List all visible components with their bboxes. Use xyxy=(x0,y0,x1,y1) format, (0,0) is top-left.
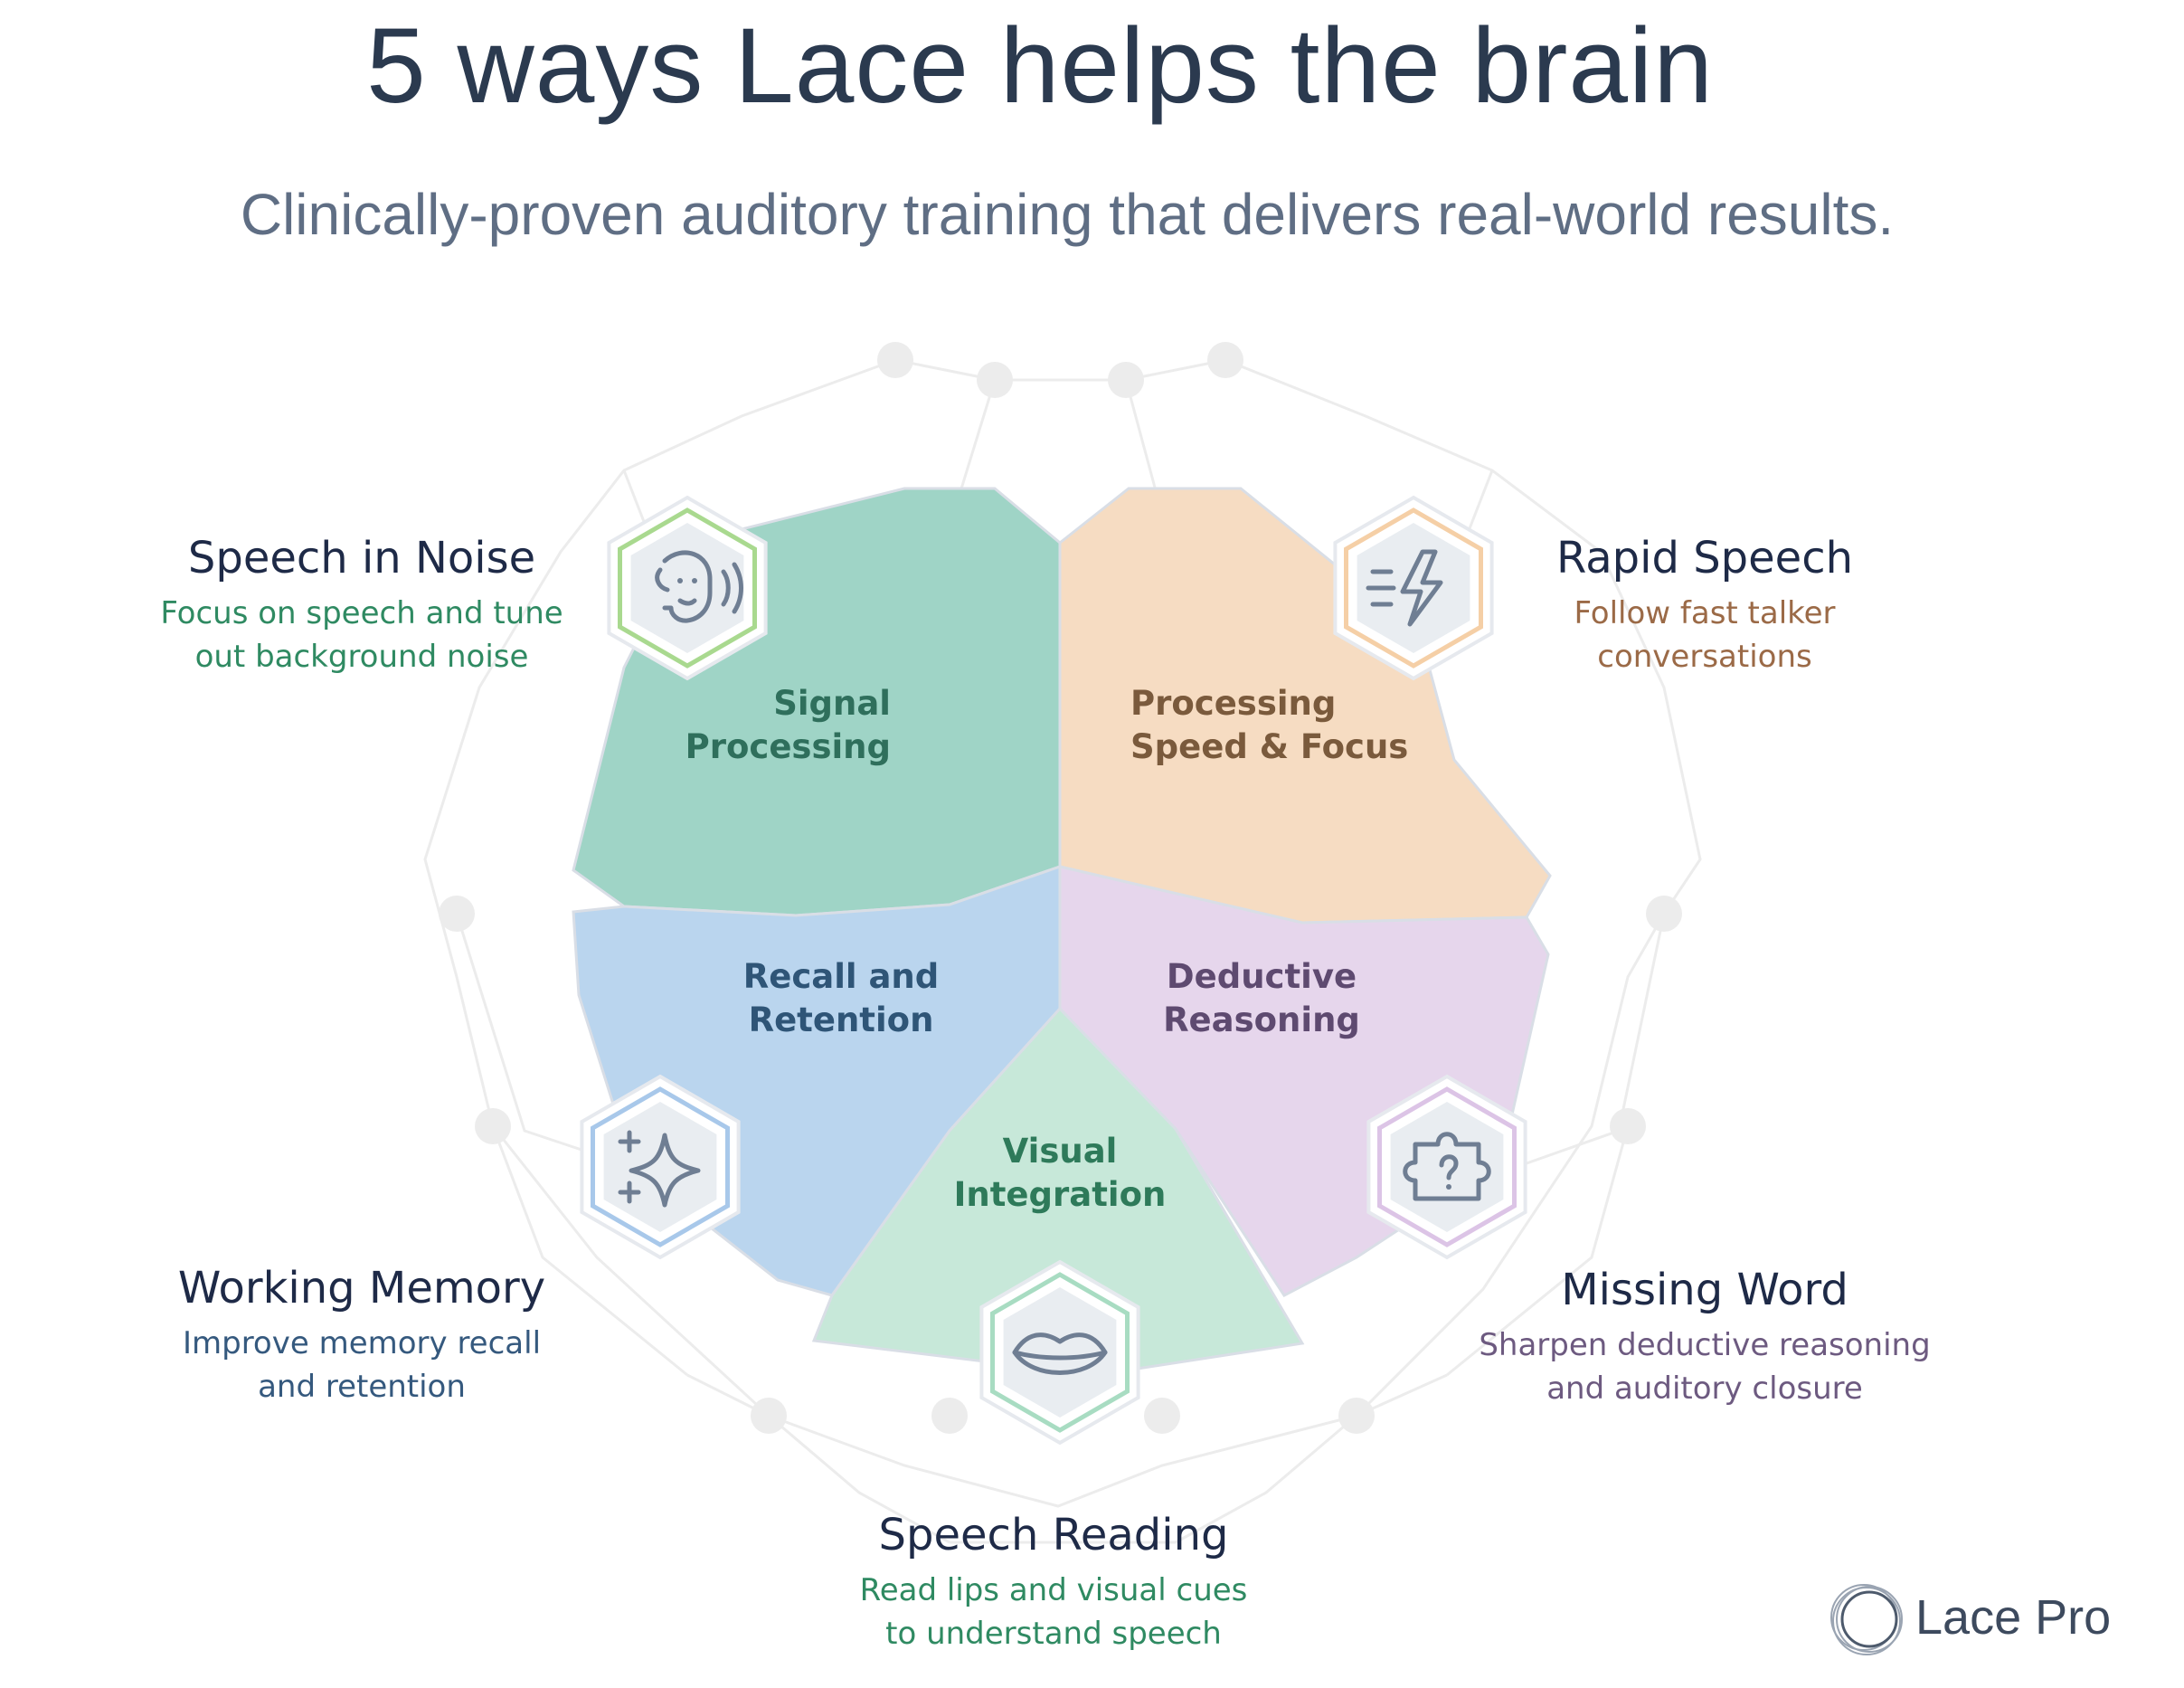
skill-description-line: out background noise xyxy=(194,639,529,675)
region-label-recall: Recall and xyxy=(743,957,940,996)
skill-description-line: conversations xyxy=(1597,639,1812,675)
skill-description: Follow fast talker conversations xyxy=(1433,592,1976,678)
skill-description-line: Follow fast talker xyxy=(1574,595,1836,631)
skill-title: Speech in Noise xyxy=(187,533,536,583)
circle-swirl-icon xyxy=(1830,1584,1903,1655)
skill-icons xyxy=(580,495,1527,1446)
network-nodes xyxy=(439,342,1682,1434)
skill-description: Focus on speech and tune out background n… xyxy=(90,592,633,678)
logo-text: Lace Pro xyxy=(1915,1590,2112,1645)
skill-title: Speech Reading xyxy=(878,1510,1229,1560)
skill-description-line: Improve memory recall xyxy=(182,1325,542,1361)
skill-description-line: and auditory closure xyxy=(1546,1370,1863,1407)
region-label-visual: Visual xyxy=(1003,1132,1118,1171)
lightning-icon xyxy=(1366,549,1443,627)
skill-description-line: Sharpen deductive reasoning xyxy=(1479,1327,1931,1363)
sparkle-icon xyxy=(618,1130,701,1208)
page-title: 5 ways Lace helps the brain xyxy=(366,6,1714,126)
region-label-deductive: Deductive xyxy=(1167,957,1357,996)
skill-title: Rapid Speech xyxy=(1555,533,1854,583)
skill-description-line: Read lips and visual cues xyxy=(859,1572,1248,1608)
region-label-speed: Speed & Focus xyxy=(1130,727,1408,766)
page-subtitle: Clinically-proven auditory training that… xyxy=(240,182,1895,247)
region-label-speed: Processing xyxy=(1130,684,1336,723)
skill-title: Missing Word xyxy=(1561,1265,1848,1315)
skill-description-line: and retention xyxy=(258,1369,466,1405)
hex-fill-speech-in-noise xyxy=(630,523,744,653)
skill-description-line: to understand speech xyxy=(885,1616,1222,1652)
region-label-recall: Retention xyxy=(749,1000,934,1039)
lips-icon xyxy=(1012,1332,1108,1375)
skill-description: Improve memory recall and retention xyxy=(90,1322,633,1408)
hex-fill-speech-reading xyxy=(1003,1287,1117,1418)
puzzle-icon xyxy=(1403,1132,1491,1201)
skill-description-line: Focus on speech and tune xyxy=(160,595,563,631)
region-label-signal: Processing xyxy=(685,727,891,766)
hex-fill-rapid-speech xyxy=(1357,523,1470,653)
face-listening-icon xyxy=(655,550,743,623)
region-label-deductive: Reasoning xyxy=(1163,1000,1360,1039)
skill-description: Sharpen deductive reasoning and auditory … xyxy=(1433,1323,1976,1410)
skill-title: Working Memory xyxy=(177,1263,546,1313)
region-label-visual: Integration xyxy=(954,1175,1167,1214)
hex-fill-working-memory xyxy=(603,1102,717,1232)
region-visual xyxy=(811,1006,1305,1377)
skill-description: Read lips and visual cues to understand s… xyxy=(782,1569,1325,1655)
region-label-signal: Signal xyxy=(773,684,891,723)
